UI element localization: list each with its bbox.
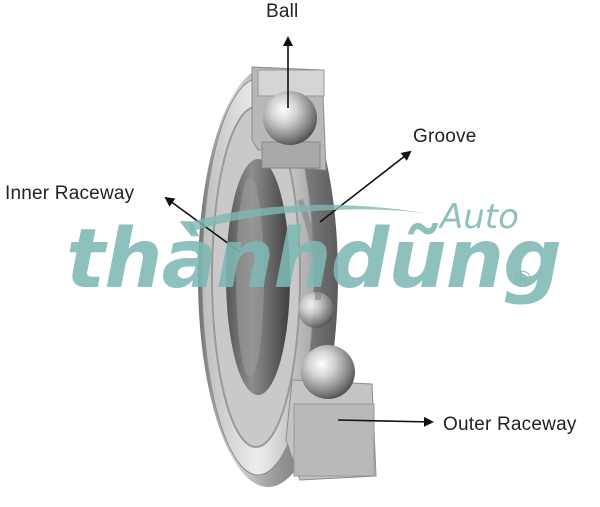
- arrow-outer-raceway: [337, 416, 434, 427]
- ball-top: [263, 91, 317, 145]
- watermark-swoosh: [190, 204, 430, 232]
- watermark-brand: thànhdũng: [66, 212, 562, 307]
- bearing-illustration: [198, 66, 377, 487]
- watermark-auto: Auto: [440, 197, 519, 237]
- ball-middle: [298, 292, 334, 328]
- label-ball: Ball: [266, 1, 299, 22]
- watermark-registered-mark: ®: [512, 268, 534, 293]
- inner-raceway-top: [261, 141, 321, 169]
- label-groove: Groove: [413, 126, 477, 147]
- arrow-groove: [319, 150, 412, 223]
- label-inner-raceway: Inner Raceway: [5, 183, 135, 204]
- outer-raceway-bottom: [293, 403, 375, 477]
- ball-bottom: [301, 345, 355, 399]
- label-outer-raceway: Outer Raceway: [443, 414, 577, 435]
- inner-ring-highlight: [236, 177, 264, 377]
